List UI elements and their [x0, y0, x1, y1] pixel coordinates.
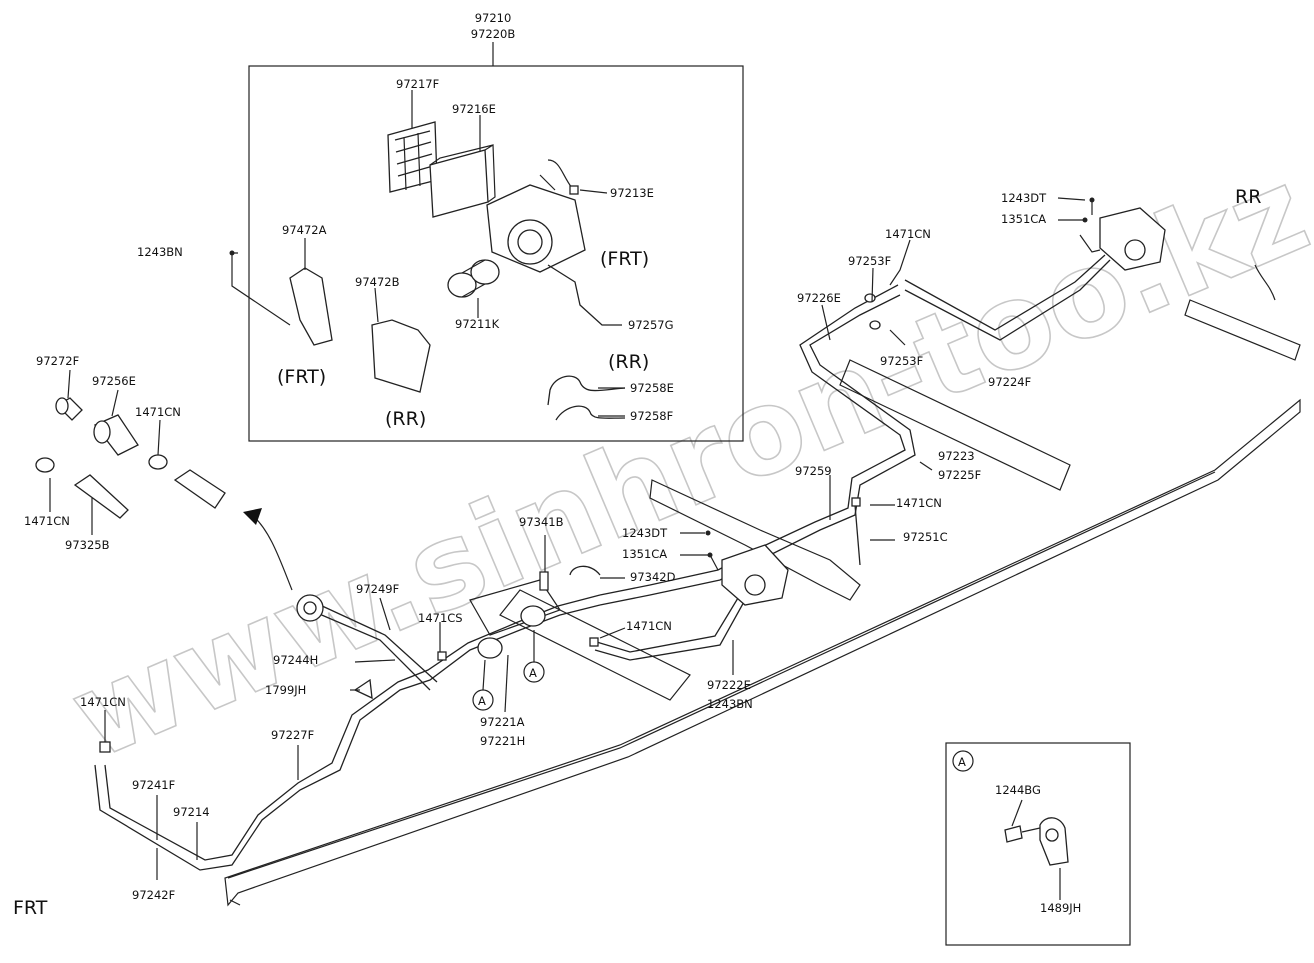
chassis-frame	[224, 264, 1301, 907]
label-97211k: 97211K	[455, 317, 500, 331]
label-1799jh: 1799JH	[265, 683, 306, 697]
label-97472a: 97472A	[282, 223, 327, 237]
rear-bracket	[371, 319, 431, 393]
hose-97258e	[547, 375, 626, 406]
label-1471cn-front: 1471CN	[80, 695, 126, 709]
marker-a-2: A	[523, 630, 545, 683]
label-97272f: 97272F	[36, 354, 79, 368]
label-1471cn-mid: 1471CN	[626, 619, 672, 633]
label-97227f: 97227F	[271, 728, 314, 742]
label-97259: 97259	[795, 464, 832, 478]
label-1471cn-rear: 1471CN	[885, 227, 931, 241]
label-97341b: 97341B	[519, 515, 564, 529]
view-marker-frt-heater: (FRT)	[600, 248, 649, 270]
label-1243dt-rear: 1243DT	[1001, 191, 1047, 205]
heater-core	[429, 143, 496, 218]
label-97249f: 97249F	[356, 582, 399, 596]
label-97256e: 97256E	[92, 374, 136, 388]
heater-housing	[486, 159, 586, 273]
label-97223: 97223	[938, 449, 975, 463]
detail-a-marker: A	[958, 755, 966, 769]
label-97225f: 97225F	[938, 468, 981, 482]
label-97244h: 97244H	[273, 653, 318, 667]
label-97214: 97214	[173, 805, 210, 819]
label-97242f: 97242F	[132, 888, 175, 902]
label-1471cn-fitting-b: 1471CN	[24, 514, 70, 528]
label-1351ca-rear: 1351CA	[1001, 212, 1046, 226]
label-1243bn-top: 1243BN	[137, 245, 183, 259]
view-marker-frt-bracket: (FRT)	[277, 366, 326, 388]
label-97217f: 97217F	[396, 77, 439, 91]
heater-filter	[387, 121, 438, 193]
label-97251c: 97251C	[903, 530, 948, 544]
label-97210: 97210	[475, 11, 512, 25]
label-97258e: 97258E	[630, 381, 674, 395]
blower-motor	[447, 259, 500, 298]
label-97226e: 97226E	[797, 291, 841, 305]
label-1489jh: 1489JH	[1040, 901, 1081, 915]
hose-97258f	[555, 405, 626, 421]
label-97221a: 97221A	[480, 715, 525, 729]
main-pipes	[94, 254, 1111, 871]
label-97325b: 97325B	[65, 538, 110, 552]
pipe-fittings	[99, 293, 881, 753]
label-97241f: 97241F	[132, 778, 175, 792]
rear-heater-unit	[1079, 207, 1166, 271]
fittings-detail	[35, 369, 226, 535]
label-97257g: 97257G	[628, 318, 674, 332]
label-1244bg: 1244BG	[995, 783, 1041, 797]
heater-unit-inset	[229, 42, 744, 442]
part-labels: 97210 97220B 97217F 97216E 97213E 97472A…	[13, 11, 1261, 919]
label-1243bn-mid: 1243BN	[707, 697, 753, 711]
front-bracket	[289, 267, 333, 346]
marker-a-1: A	[472, 659, 494, 711]
label-1471cs: 1471CS	[418, 611, 463, 625]
mid-heater-unit	[721, 544, 789, 606]
orientation-rear: RR	[1235, 186, 1261, 208]
svg-text:A: A	[478, 694, 486, 708]
detail-a-inset: A	[945, 742, 1131, 946]
label-97216e: 97216E	[452, 102, 496, 116]
label-1351ca-mid: 1351CA	[622, 547, 667, 561]
label-1243dt-mid: 1243DT	[622, 526, 668, 540]
label-97258f: 97258F	[630, 409, 673, 423]
label-97253f-b: 97253F	[880, 354, 923, 368]
label-97342d: 97342D	[630, 570, 676, 584]
label-97222e: 97222E	[707, 678, 751, 692]
label-1471cn-branch: 1471CN	[896, 496, 942, 510]
orientation-front: FRT	[13, 897, 48, 919]
label-97213e: 97213E	[610, 186, 654, 200]
label-97472b: 97472B	[355, 275, 400, 289]
view-marker-rr-hoses: (RR)	[608, 351, 649, 373]
label-97224f: 97224F	[988, 375, 1031, 389]
svg-text:A: A	[529, 666, 537, 680]
label-97253f-a: 97253F	[848, 254, 891, 268]
label-97221h: 97221H	[480, 734, 525, 748]
label-1471cn-fitting-a: 1471CN	[135, 405, 181, 419]
label-97220b: 97220B	[471, 27, 516, 41]
view-marker-rr-bracket: (RR)	[385, 408, 426, 430]
arrow-head	[243, 508, 262, 525]
leader-lines	[104, 197, 1093, 880]
